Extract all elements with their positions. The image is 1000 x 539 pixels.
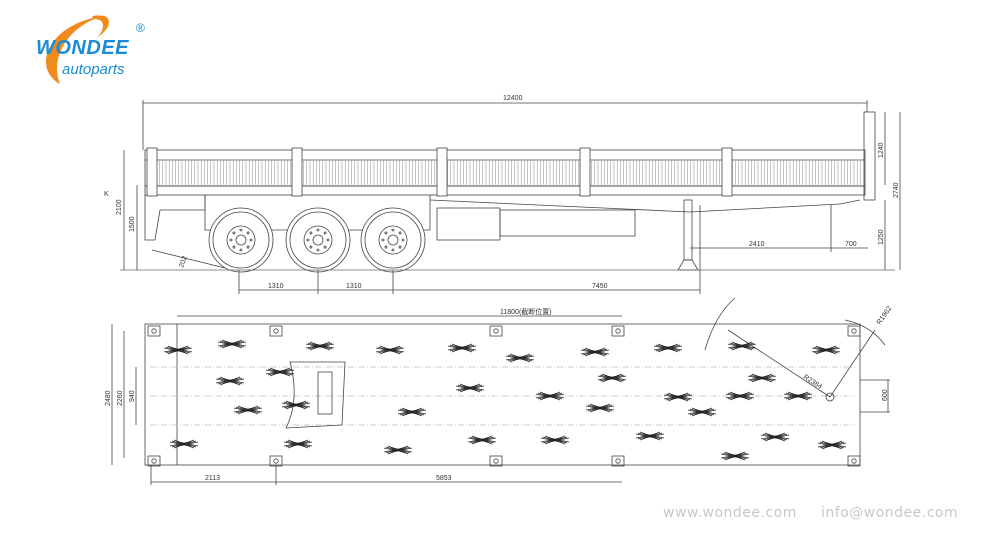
deck-rail (144, 185, 866, 196)
lashing-point (269, 325, 283, 337)
wondee-logo: WONDEE autoparts ® (30, 12, 170, 92)
logo-brand: WONDEE (36, 37, 129, 59)
headboard (863, 111, 876, 201)
anti-slip-pattern-icon (397, 407, 427, 417)
dim-2260: 2260 (117, 390, 124, 406)
wheel (208, 207, 274, 273)
anti-slip-pattern-icon (215, 376, 245, 386)
anti-slip-pattern-icon (233, 405, 263, 415)
anti-slip-pattern-icon (535, 391, 565, 401)
anti-slip-pattern-icon (597, 373, 627, 383)
kingpin-detail (285, 361, 346, 429)
dim-2113: 2113 (205, 475, 220, 482)
anti-slip-pattern-icon (217, 339, 247, 349)
stake-post (436, 147, 448, 197)
anti-slip-pattern-icon (783, 391, 813, 401)
dim-11800: 11800(截断位置) (500, 307, 552, 316)
dim-940: 940 (129, 390, 136, 402)
side-dimension-labels: 12400 K 2100 1500 202 1310 1310 7450 241… (104, 95, 900, 290)
dim-700: 700 (845, 241, 857, 248)
dim-2100: 2100 (116, 199, 123, 215)
anti-slip-pattern-icon (687, 407, 717, 417)
dim-5853: 5853 (436, 475, 452, 482)
stake-post (291, 147, 303, 197)
anti-slip-pattern-icon (720, 451, 750, 461)
landing-leg (683, 199, 693, 261)
wheel (360, 207, 426, 273)
anti-slip-pattern-icon (169, 439, 199, 449)
anti-slip-pattern-icon (447, 343, 477, 353)
anti-slip-pattern-icon (283, 439, 313, 449)
dim-7450: 7450 (592, 283, 608, 290)
top-view (111, 297, 890, 485)
stake-post (721, 147, 733, 197)
radius-1962: R1962 (876, 305, 894, 326)
dim-axle-2: 1310 (346, 283, 362, 290)
logo-swoosh-icon (46, 15, 109, 84)
anti-slip-pattern-icon (265, 367, 295, 377)
dim-2410: 2410 (749, 241, 765, 248)
anti-slip-pattern-icon (383, 445, 413, 455)
stake-post (146, 147, 158, 197)
lashing-point (847, 325, 861, 337)
dim-1240: 1240 (878, 142, 885, 158)
dim-angle: 202 (178, 255, 189, 268)
lashing-point (611, 455, 625, 467)
anti-slip-pattern-icon (305, 341, 335, 351)
anti-slip-pattern-icon (725, 391, 755, 401)
top-dimension-labels: 11800(截断位置) 2480 2260 940 2113 5853 R238… (105, 305, 894, 482)
anti-slip-pattern-icon (580, 347, 610, 357)
deck-outline (144, 323, 861, 466)
dim-600: 600 (882, 389, 889, 401)
dim-2480: 2480 (105, 390, 112, 406)
registered-mark: ® (136, 21, 145, 35)
stake-post (579, 147, 591, 197)
anti-slip-pattern-icon (811, 345, 841, 355)
anti-slip-pattern-icon (455, 383, 485, 393)
lashing-point (147, 325, 161, 337)
lashing-point (847, 455, 861, 467)
view-mark: K (104, 191, 109, 198)
toolbox (436, 207, 501, 241)
wheel (285, 207, 351, 273)
anti-slip-pattern-icon (163, 345, 193, 355)
dim-2740: 2740 (893, 182, 900, 198)
anti-slip-pattern-icon (540, 435, 570, 445)
dim-1500: 1500 (129, 216, 136, 232)
anti-slip-pattern-icon (281, 400, 311, 410)
side-view (120, 100, 901, 294)
anti-slip-pattern-icon (653, 343, 683, 353)
lashing-point (489, 455, 503, 467)
anti-slip-pattern-icon (635, 431, 665, 441)
anti-slip-pattern-icon (760, 432, 790, 442)
dim-axle-1: 1310 (268, 283, 284, 290)
anti-slip-pattern-icon (817, 440, 847, 450)
lashing-point (147, 455, 161, 467)
dim-overall-length: 12400 (503, 95, 523, 102)
lashing-point (489, 325, 503, 337)
email-link[interactable]: info@wondee.com (821, 505, 959, 521)
anti-slip-pattern-icon (585, 403, 615, 413)
website-link[interactable]: www.wondee.com (663, 505, 797, 521)
anti-slip-pattern-icon (663, 392, 693, 402)
anti-slip-pattern-icon (375, 345, 405, 355)
lashing-point (269, 455, 283, 467)
anti-slip-pattern-icon (747, 373, 777, 383)
anti-slip-pattern-icon (505, 353, 535, 363)
anti-slip-pattern-icon (467, 435, 497, 445)
dim-1250: 1250 (878, 229, 885, 245)
radius-2384: R2384 (802, 374, 823, 391)
logo-sub: autoparts (62, 61, 125, 78)
anti-slip-pattern-icon (727, 341, 757, 351)
lashing-point (611, 325, 625, 337)
